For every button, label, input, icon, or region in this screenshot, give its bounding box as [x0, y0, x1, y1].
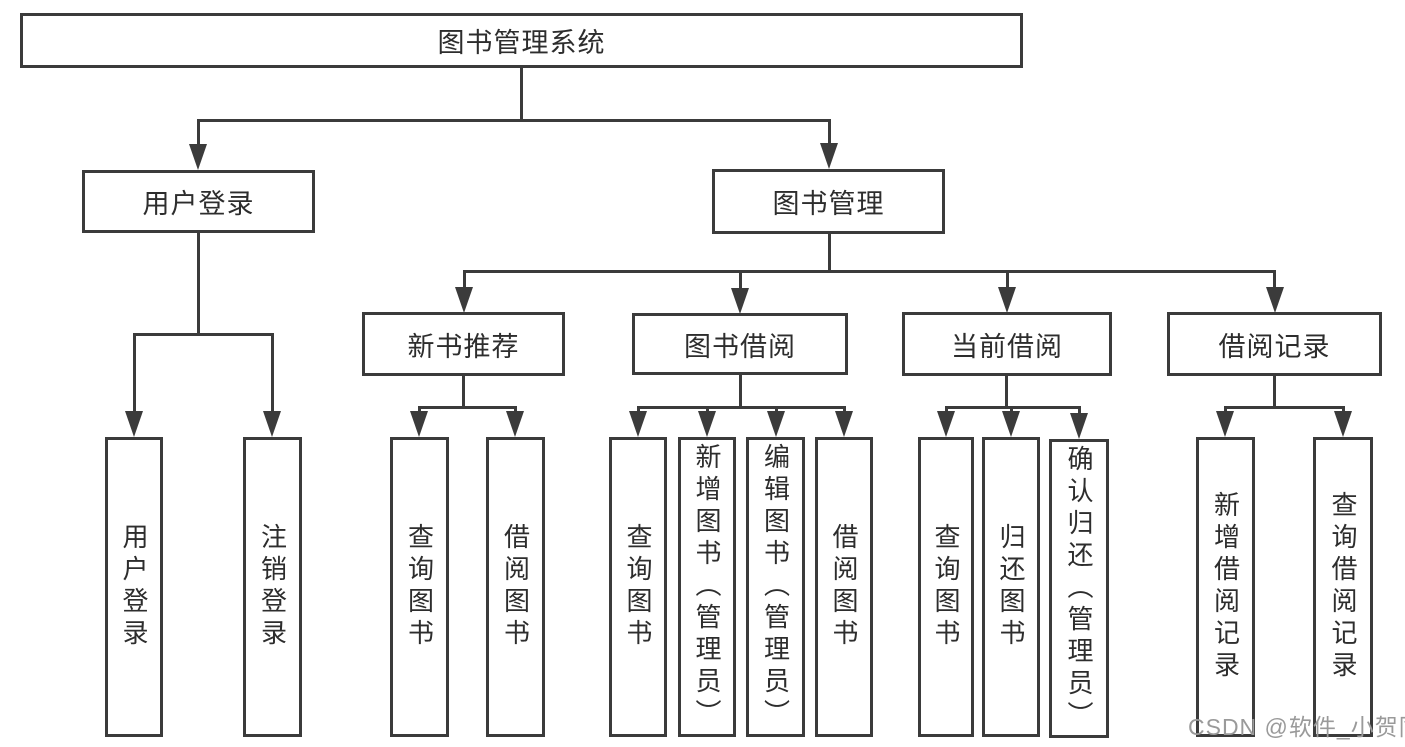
node-label: 图书管理系统 — [437, 28, 606, 58]
connector-segment — [418, 406, 421, 414]
connector-segment — [706, 406, 709, 414]
connector-segment — [133, 333, 274, 336]
leaf-borrow-books-recommend: 借阅图书 — [486, 437, 545, 737]
connector-segment — [1342, 406, 1345, 414]
node-book-management: 图书管理 — [712, 169, 945, 234]
connector-segment — [133, 333, 136, 413]
connector-segment — [514, 406, 517, 414]
arrowhead-down-icon — [629, 411, 647, 437]
arrowhead-down-icon — [767, 411, 785, 437]
connector-segment — [775, 406, 778, 414]
connector-segment — [637, 406, 845, 409]
connector-segment — [1006, 270, 1009, 290]
connector-segment — [739, 374, 742, 409]
leaf-label: 注销登录 — [257, 523, 288, 651]
connector-segment — [1273, 270, 1276, 290]
node-book-borrowing: 图书借阅 — [632, 313, 848, 375]
connector-segment — [520, 66, 523, 122]
node-new-book-recommendation: 新书推荐 — [362, 312, 565, 376]
arrowhead-down-icon — [1266, 287, 1284, 313]
leaf-query-books-current: 查询图书 — [918, 437, 974, 737]
leaf-label: 新增借阅记录 — [1210, 491, 1241, 683]
node-label: 图书管理 — [772, 189, 885, 219]
leaf-label: 查询图书 — [623, 523, 653, 651]
connector-segment — [463, 270, 1276, 273]
connector-segment — [828, 232, 831, 273]
connector-segment — [843, 406, 846, 414]
connector-segment — [1078, 406, 1081, 414]
arrowhead-down-icon — [410, 411, 428, 437]
connector-segment — [637, 406, 640, 414]
arrowhead-down-icon — [455, 287, 473, 313]
node-borrowing-records: 借阅记录 — [1167, 312, 1382, 376]
arrowhead-down-icon — [1070, 413, 1088, 439]
arrowhead-down-icon — [731, 288, 749, 314]
node-label: 当前借阅 — [951, 331, 1063, 362]
node-label: 新书推荐 — [407, 331, 520, 362]
connector-segment — [739, 270, 742, 290]
arrowhead-down-icon — [1334, 411, 1352, 437]
connector-segment — [1224, 406, 1227, 414]
arrowhead-down-icon — [263, 411, 281, 437]
arrowhead-down-icon — [125, 411, 143, 437]
connector-segment — [197, 231, 200, 336]
arrowhead-down-icon — [1216, 411, 1234, 437]
connector-segment — [271, 333, 274, 413]
leaf-label: 借阅图书 — [500, 523, 531, 651]
node-label: 用户登录 — [142, 189, 255, 219]
leaf-confirm-return-admin: 确认归还（管理员） — [1049, 439, 1109, 738]
leaf-label: 编辑图书（管理员） — [760, 443, 791, 731]
leaf-add-borrow-record: 新增借阅记录 — [1196, 437, 1255, 737]
connector-segment — [197, 119, 831, 122]
arrowhead-down-icon — [189, 144, 207, 170]
node-library-management-system: 图书管理系统 — [20, 13, 1023, 68]
arrowhead-down-icon — [1002, 411, 1020, 437]
arrowhead-down-icon — [937, 411, 955, 437]
csdn-watermark: CSDN @软件_小贺同学 — [1188, 714, 1405, 740]
arrowhead-down-icon — [998, 287, 1016, 313]
leaf-user-login: 用户登录 — [105, 437, 163, 737]
arrowhead-down-icon — [820, 143, 838, 169]
leaf-label: 查询图书 — [404, 523, 435, 651]
node-label: 借阅记录 — [1218, 331, 1331, 362]
leaf-query-books-borrowing: 查询图书 — [609, 437, 667, 737]
connector-segment — [1273, 375, 1276, 409]
connector-segment — [1005, 375, 1008, 409]
connector-segment — [418, 406, 517, 409]
leaf-add-books-admin: 新增图书（管理员） — [678, 437, 736, 737]
connector-segment — [463, 270, 466, 290]
leaf-label: 确认归还（管理员） — [1064, 444, 1094, 733]
leaf-label: 新增图书（管理员） — [692, 443, 722, 731]
leaf-label: 查询图书 — [931, 523, 961, 651]
connector-segment — [1224, 406, 1344, 409]
connector-segment — [197, 119, 200, 147]
leaf-edit-books-admin: 编辑图书（管理员） — [746, 437, 805, 737]
leaf-logout: 注销登录 — [243, 437, 302, 737]
connector-segment — [462, 375, 465, 409]
arrowhead-down-icon — [835, 411, 853, 437]
arrowhead-down-icon — [506, 411, 524, 437]
leaf-query-borrow-record: 查询借阅记录 — [1313, 437, 1373, 737]
node-user-login: 用户登录 — [82, 170, 315, 233]
leaf-query-books-recommend: 查询图书 — [390, 437, 449, 737]
leaf-label: 归还图书 — [996, 523, 1026, 651]
connector-segment — [945, 406, 948, 414]
connector-segment — [1010, 406, 1013, 414]
leaf-label: 用户登录 — [119, 523, 149, 651]
leaf-label: 借阅图书 — [829, 523, 859, 651]
leaf-borrow-books: 借阅图书 — [815, 437, 873, 737]
arrowhead-down-icon — [698, 411, 716, 437]
node-label: 图书借阅 — [684, 331, 796, 362]
connector-segment — [828, 119, 831, 147]
node-current-borrowing: 当前借阅 — [902, 312, 1112, 376]
leaf-return-books: 归还图书 — [982, 437, 1040, 737]
leaf-label: 查询借阅记录 — [1328, 491, 1358, 683]
